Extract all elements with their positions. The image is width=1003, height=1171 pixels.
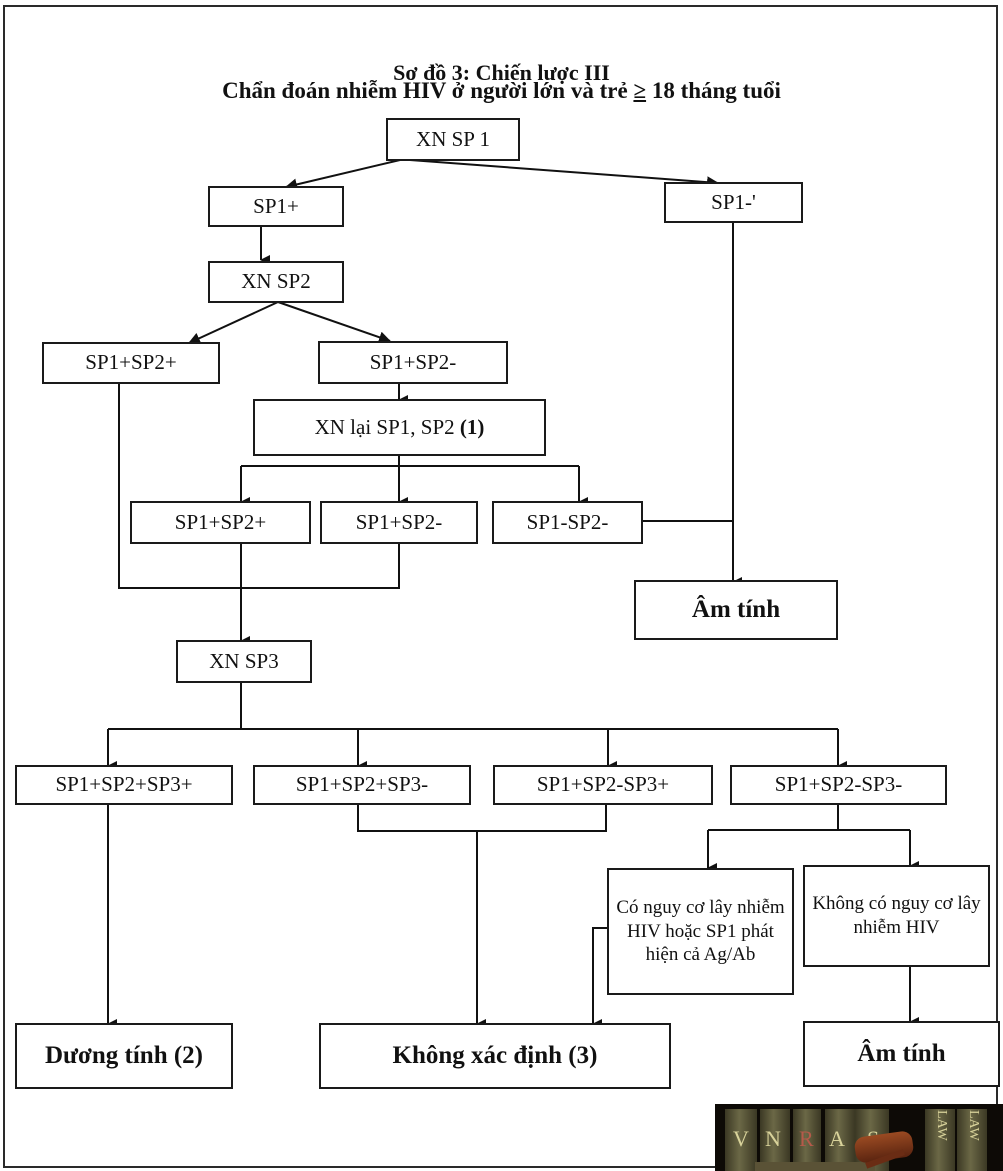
node-xn-sp3: XN SP3: [176, 640, 312, 683]
diagram-title: Sơ đồ 3: Chiến lược III: [393, 60, 610, 85]
node-negative-result-b: Âm tính: [803, 1021, 1000, 1087]
logo-book: [925, 1109, 955, 1171]
node-sp1-positive: SP1+: [208, 186, 344, 227]
logo-vertical-word: LAW: [966, 1110, 981, 1141]
node-sp1n-sp2n: SP1-SP2-: [492, 501, 643, 544]
logo-book: [725, 1109, 757, 1171]
retest-note: (1): [459, 414, 485, 439]
node-xn-sp1: XN SP 1: [386, 118, 520, 161]
logo-book: [957, 1109, 987, 1171]
page-frame: [3, 5, 998, 1168]
node-indeterminate-result: Không xác định (3): [319, 1023, 671, 1089]
logo-letter: N: [765, 1126, 781, 1151]
node-positive-result: Dương tính (2): [15, 1023, 233, 1089]
node-sp1-negative: SP1-': [664, 182, 803, 223]
logo-letter: A: [829, 1126, 845, 1151]
node-at-risk: Có nguy cơ lây nhiễm HIV hoặc SP1 phát h…: [607, 868, 794, 995]
frame-bottom-border: [3, 1166, 715, 1168]
node-sp1p-sp2p-sp3p: SP1+SP2+SP3+: [15, 765, 233, 805]
node-sp1p-sp2p-sp3n: SP1+SP2+SP3-: [253, 765, 471, 805]
logo-book-base: [755, 1162, 875, 1171]
logo-vertical-word: LAW: [934, 1110, 949, 1141]
node-no-risk: Không có nguy cơ lây nhiễm HIV: [803, 865, 990, 967]
logo-book: [825, 1109, 855, 1171]
diagram-subtitle: Chẩn đoán nhiễm HIV ở người lớn và trẻ ≥…: [0, 78, 1003, 104]
subtitle-prefix: Chẩn đoán nhiễm HIV ở người lớn và trẻ: [222, 78, 634, 103]
node-xn-sp2: XN SP2: [208, 261, 344, 303]
node-sp1p-sp2n-first: SP1+SP2-: [318, 341, 508, 384]
node-sp1p-sp2p-retest: SP1+SP2+: [130, 501, 311, 544]
node-sp1p-sp2n-retest: SP1+SP2-: [320, 501, 478, 544]
logo-letter: V: [733, 1126, 749, 1151]
node-negative-result-a: Âm tính: [634, 580, 838, 640]
retest-label: XN lại SP1, SP2: [314, 414, 460, 439]
subtitle-symbol: ≥: [633, 78, 647, 103]
node-sp1p-sp2n-sp3n: SP1+SP2-SP3-: [730, 765, 947, 805]
watermark-logo: V N R A S LAW LAW: [715, 1104, 1003, 1171]
node-sp1p-sp2p-first: SP1+SP2+: [42, 342, 220, 384]
logo-book: [760, 1109, 790, 1171]
logo-book: [793, 1109, 821, 1171]
node-retest: XN lại SP1, SP2 (1): [253, 399, 546, 456]
node-sp1p-sp2n-sp3p: SP1+SP2-SP3+: [493, 765, 713, 805]
logo-letter-accent: R: [799, 1126, 814, 1151]
subtitle-suffix: 18 tháng tuổi: [646, 78, 781, 103]
